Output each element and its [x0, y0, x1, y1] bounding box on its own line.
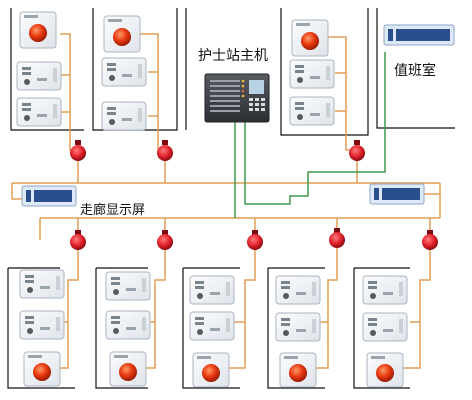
wire-bottom-room-4	[310, 240, 338, 369]
wire-lower-connector	[39, 194, 441, 240]
bedside-unit[interactable]	[189, 275, 235, 305]
emergency-call-button[interactable]	[291, 19, 329, 57]
wire-top-room-1	[60, 33, 78, 151]
bedside-unit[interactable]	[101, 101, 147, 131]
bedside-unit[interactable]	[289, 59, 335, 89]
red-button-icon	[29, 24, 47, 42]
corridor-light[interactable]	[70, 230, 86, 250]
emergency-call-button[interactable]	[23, 351, 61, 387]
corridor-light[interactable]	[349, 140, 365, 161]
red-button-icon	[202, 364, 220, 382]
wall-bottom-room-1	[7, 268, 75, 389]
top-room-2	[101, 15, 147, 131]
bedside-unit[interactable]	[275, 312, 321, 342]
red-button-icon	[33, 363, 51, 381]
corridor-display-left[interactable]	[21, 185, 77, 207]
bedside-unit[interactable]	[362, 275, 408, 305]
emergency-call-button[interactable]	[109, 351, 147, 387]
host-screen	[249, 80, 264, 94]
red-button-icon	[289, 364, 307, 382]
corridor-light[interactable]	[247, 230, 263, 250]
bedside-unit[interactable]	[101, 57, 147, 87]
host-indicator-rows	[210, 79, 245, 112]
bedside-unit[interactable]	[16, 97, 62, 127]
green-wiring	[234, 52, 386, 218]
emergency-call-button[interactable]	[103, 15, 141, 53]
bottom-room-3	[189, 275, 235, 388]
wire-green-host-right	[244, 52, 386, 205]
wire-right-display	[422, 183, 441, 195]
red-button-icon	[119, 363, 137, 381]
corridor-lights-bottom	[70, 228, 438, 250]
red-button-icon	[376, 364, 394, 382]
wall-bottom-room-5	[353, 268, 410, 389]
emergency-call-button[interactable]	[366, 352, 404, 388]
wire-top-room-3	[325, 36, 357, 151]
wall-top-room-1	[10, 8, 84, 131]
duty-room-label: 值班室	[394, 62, 436, 79]
wall-bottom-room-2	[95, 268, 148, 389]
wall-bottom-room-4	[267, 268, 325, 389]
corridor-display-label: 走廊显示屏	[80, 202, 145, 218]
red-button-icon	[301, 32, 319, 50]
wall-top-room-3	[280, 8, 369, 136]
wire-bottom-room-1	[60, 240, 79, 369]
emergency-call-button[interactable]	[279, 352, 317, 388]
bedside-unit[interactable]	[16, 61, 62, 91]
bedside-unit[interactable]	[275, 275, 321, 305]
corridor-light[interactable]	[157, 230, 173, 250]
wire-left-display	[11, 183, 22, 200]
wire-bottom-room-2	[145, 240, 166, 369]
corridor-display-right[interactable]	[369, 183, 425, 205]
corridor-lights-top	[70, 140, 365, 161]
wall-bottom-room-3	[182, 268, 240, 389]
top-room-3	[289, 19, 335, 126]
wire-bottom-room-5	[400, 240, 431, 369]
nurse-station-host[interactable]	[204, 73, 270, 123]
corridor-light[interactable]	[329, 228, 345, 248]
corridor-light[interactable]	[70, 140, 86, 161]
wire-lower-drops	[77, 218, 431, 240]
corridor-light[interactable]	[157, 140, 173, 161]
bottom-room-2	[105, 271, 151, 387]
wire-top-room-2	[140, 33, 165, 151]
bedside-unit[interactable]	[105, 310, 151, 340]
red-button-icon	[113, 28, 131, 46]
wall-duty-room	[376, 8, 455, 129]
bottom-room-4	[275, 275, 321, 388]
bottom-room-5	[362, 275, 408, 388]
bottom-rooms	[19, 269, 408, 388]
corridor-light[interactable]	[422, 230, 438, 250]
bedside-unit[interactable]	[105, 271, 151, 301]
emergency-call-button[interactable]	[192, 352, 230, 388]
bedside-unit[interactable]	[19, 310, 65, 340]
bedside-unit[interactable]	[189, 311, 235, 341]
duty-room-display[interactable]	[383, 24, 455, 46]
host-keypad[interactable]	[249, 98, 265, 111]
top-room-1	[16, 11, 62, 127]
bedside-unit[interactable]	[289, 96, 335, 126]
room-walls	[7, 8, 455, 389]
bedside-unit[interactable]	[19, 269, 65, 299]
bottom-room-1	[19, 269, 65, 387]
host-label: 护士站主机	[198, 48, 268, 64]
emergency-call-button[interactable]	[19, 11, 57, 49]
bedside-unit[interactable]	[362, 312, 408, 342]
